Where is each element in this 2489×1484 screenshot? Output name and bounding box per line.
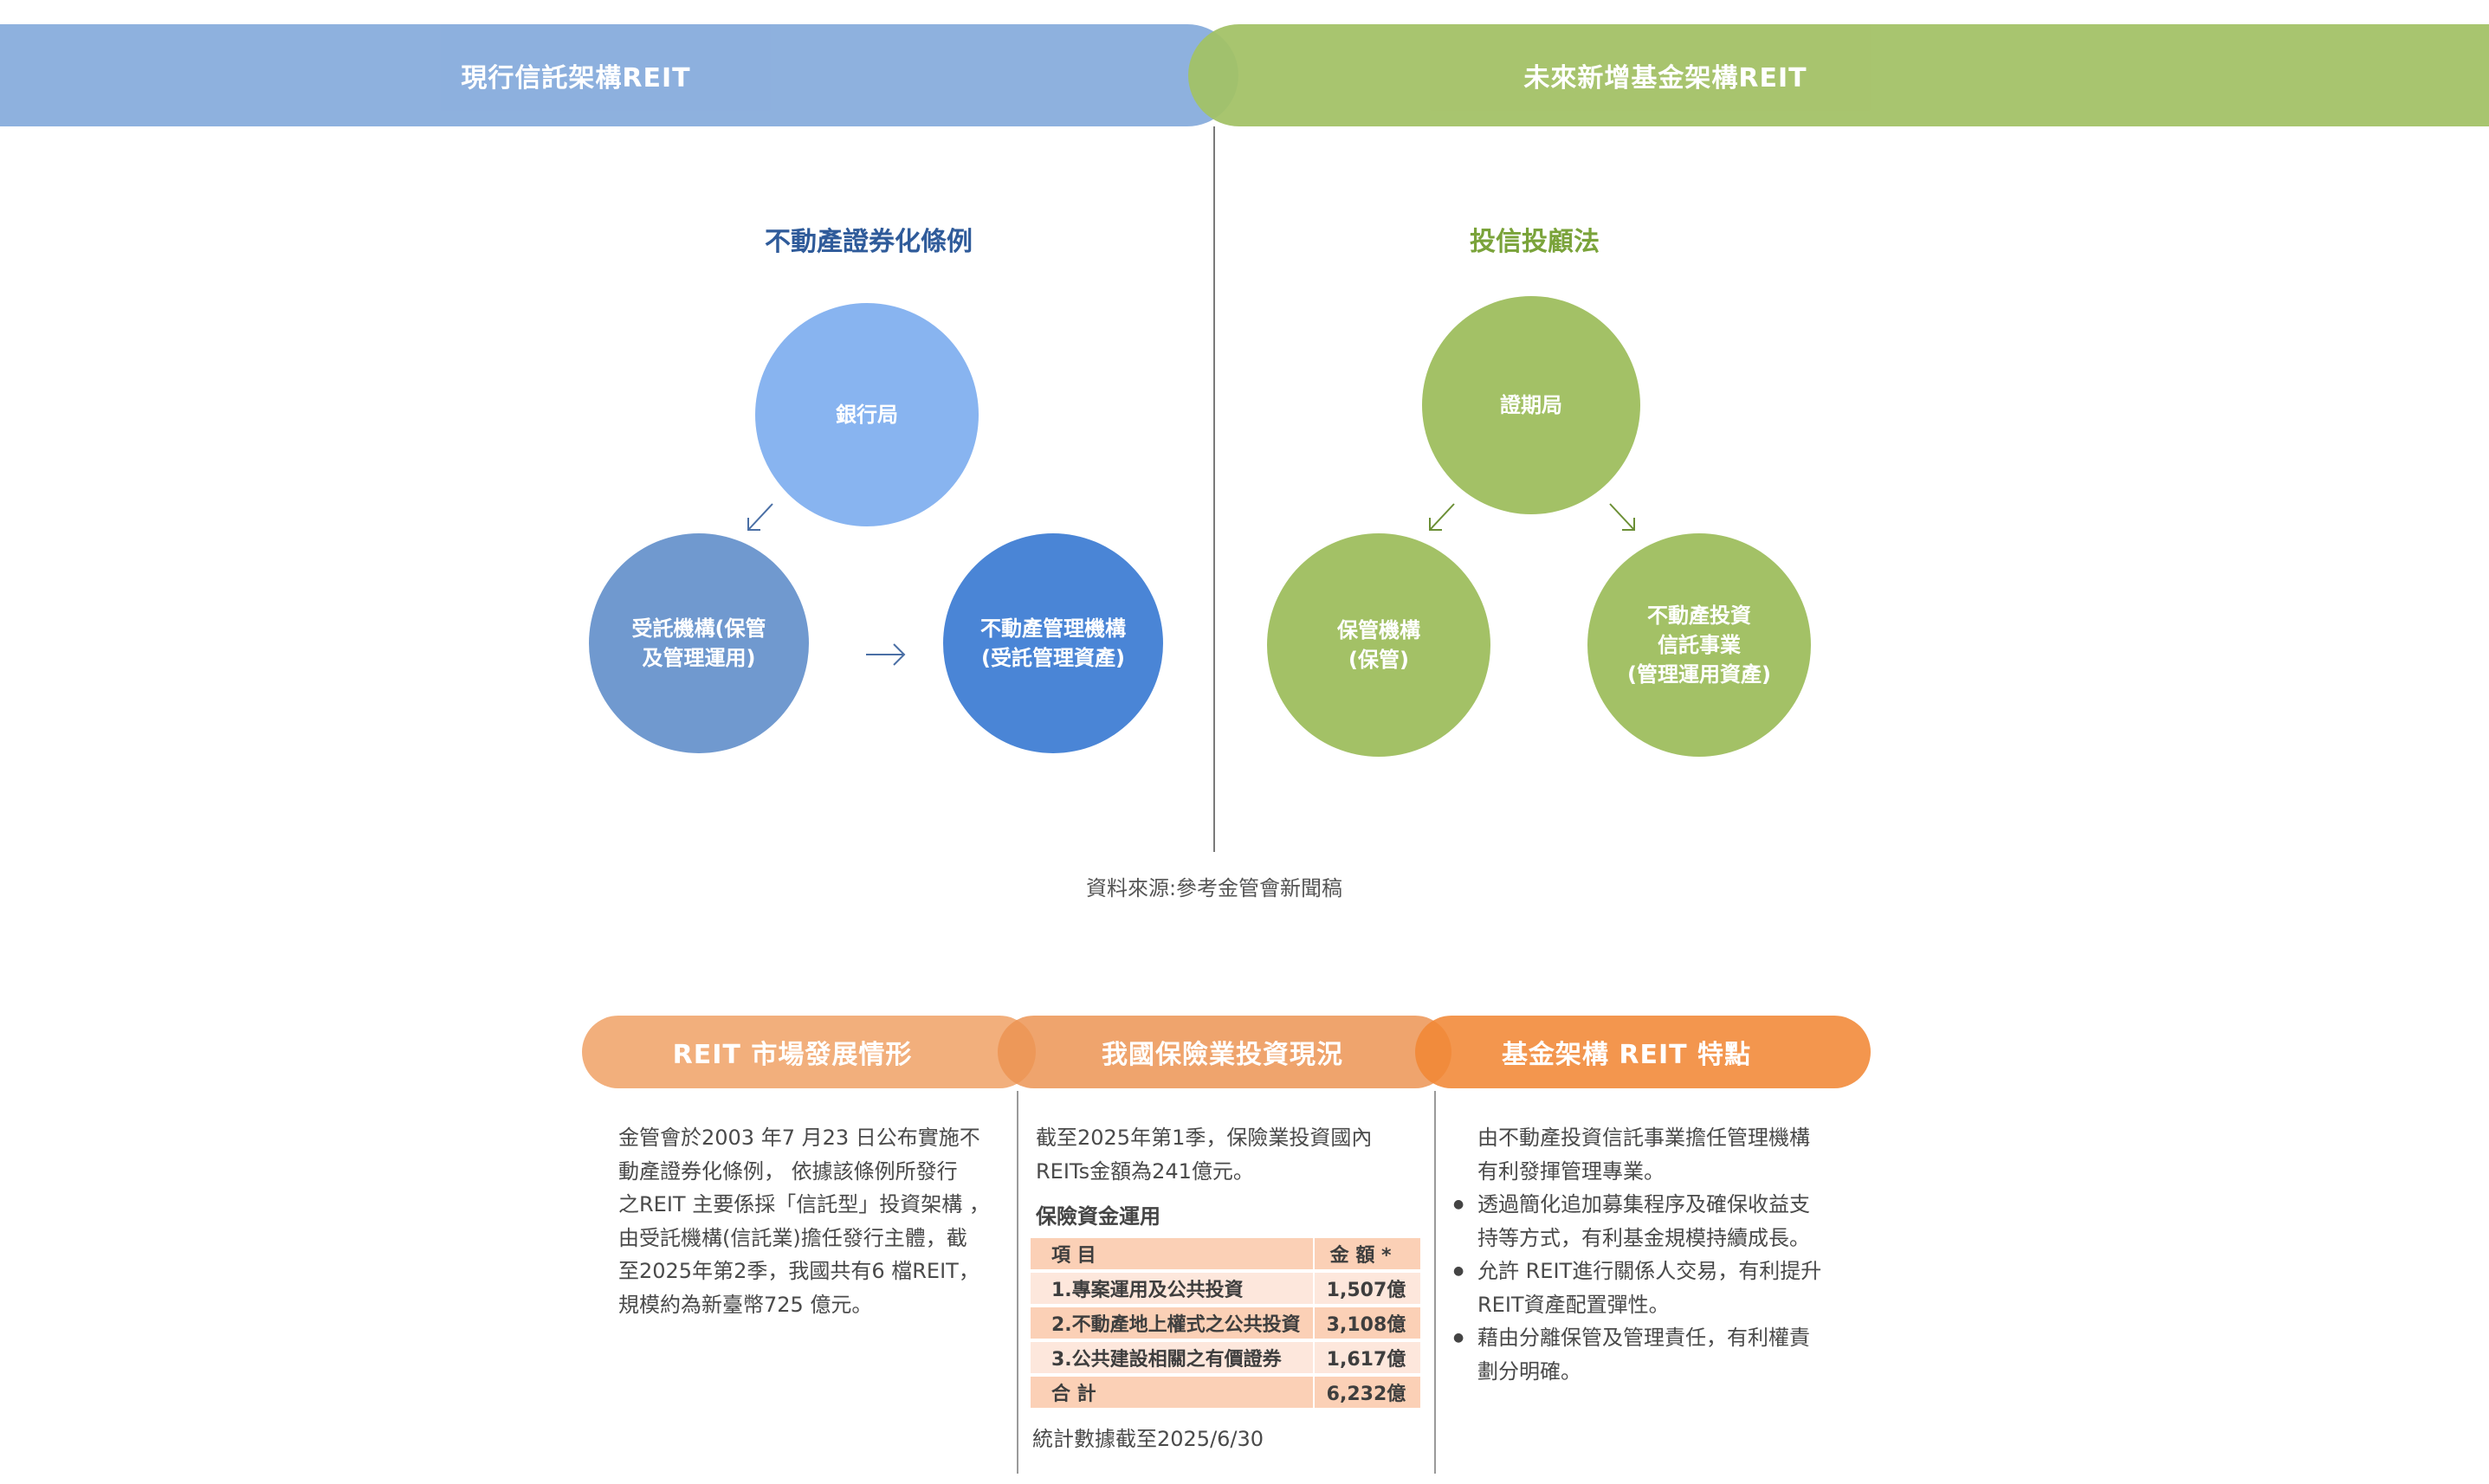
property-manager-label: 不動產管理機構 (受託管理資產)	[980, 616, 1126, 670]
custodian-label: 保管機構 (保管)	[1337, 618, 1420, 672]
table-header-amount: 金 額 *	[1314, 1238, 1420, 1269]
table-cell-item: 3.公共建設相關之有價證券	[1031, 1342, 1313, 1373]
statistics-date-note: 統計數據截至2025/6/30	[1032, 1427, 1264, 1451]
future-fund-reit-banner-label: 未來新增基金架構REIT	[1523, 63, 1807, 94]
insurance-capital-subhead: 保險資金運用	[1036, 1204, 1160, 1229]
reit-enterprise-label: 不動產投資 信託事業 (管理運用資產)	[1627, 603, 1771, 687]
table-cell-item: 1.專案運用及公共投資	[1031, 1273, 1313, 1304]
securities-bureau-label: 證期局	[1500, 393, 1562, 417]
current-trust-reit-banner-label: 現行信託架構REIT	[461, 63, 691, 94]
reit-market-pill: REIT 市場發展情形	[582, 1016, 1036, 1088]
fund-reit-features-list: 由不動產投資信託事業擔任管理機構 有利發揮管理專業。 透過簡化追加募集程序及確保…	[1453, 1121, 1839, 1388]
right-law-title: 投信投顧法	[1470, 227, 1600, 257]
table-total-label: 合 計	[1031, 1377, 1313, 1408]
table-cell-amount: 1,507億	[1314, 1273, 1420, 1304]
reit-market-pill-label: REIT 市場發展情形	[672, 1040, 913, 1070]
future-fund-reit-banner: 未來新增基金架構REIT	[1188, 24, 2489, 126]
bank-bureau-circle: 銀行局	[755, 303, 979, 526]
table-row: 1.專案運用及公共投資 1,507億	[1031, 1273, 1420, 1304]
insurance-investment-pill: 我國保險業投資現況	[998, 1016, 1451, 1088]
trustee-label: 受託機構(保管 及管理運用)	[631, 616, 766, 670]
table-total-row: 合 計 6,232億	[1031, 1377, 1420, 1408]
center-divider	[1213, 126, 1215, 852]
table-total-amount: 6,232億	[1314, 1377, 1420, 1408]
fund-reit-features-bullets: 透過簡化追加募集程序及確保收益支 持等方式，有利基金規模持續成長。 允許 REI…	[1453, 1188, 1839, 1388]
arrow-down-right-green-icon	[1609, 503, 1635, 531]
left-law-title: 不動產證券化條例	[765, 227, 973, 257]
list-item: 允許 REIT進行關係人交易，有利提升 REIT資產配置彈性。	[1453, 1255, 1839, 1321]
table-header-item: 項 目	[1031, 1238, 1313, 1269]
current-trust-reit-banner: 現行信託架構REIT	[0, 24, 1238, 126]
table-cell-item: 2.不動產地上權式之公共投資	[1031, 1307, 1313, 1339]
table-cell-amount: 1,617億	[1314, 1342, 1420, 1373]
fund-reit-features-pill: 基金架構 REIT 特點	[1415, 1016, 1871, 1088]
insurance-investment-pill-label: 我國保險業投資現況	[1102, 1040, 1343, 1070]
insurance-capital-table: 項 目 金 額 * 1.專案運用及公共投資 1,507億 2.不動產地上權式之公…	[1029, 1235, 1422, 1411]
source-note: 資料來源:參考金管會新聞稿	[1085, 876, 1343, 900]
reit-market-text: 金管會於2003 年7 月23 日公布實施不 動產證券化條例， 依據該條例所發行…	[618, 1126, 990, 1317]
trustee-circle: 受託機構(保管 及管理運用)	[589, 533, 809, 753]
list-item: 藉由分離保管及管理責任，有利權責 劃分明確。	[1453, 1321, 1839, 1388]
bottom-divider-1	[1017, 1091, 1018, 1474]
list-item: 透過簡化追加募集程序及確保收益支 持等方式，有利基金規模持續成長。	[1453, 1188, 1839, 1255]
fund-reit-features-pill-label: 基金架構 REIT 特點	[1501, 1040, 1752, 1070]
insurance-investment-text: 截至2025年第1季，保險業投資國內 REITs金額為241億元。	[1036, 1126, 1373, 1184]
bottom-divider-2	[1434, 1091, 1436, 1474]
arrow-down-left-icon	[747, 503, 773, 531]
fund-reit-features-intro: 由不動產投資信託事業擔任管理機構 有利發揮管理專業。	[1477, 1126, 1810, 1184]
table-cell-amount: 3,108億	[1314, 1307, 1420, 1339]
bank-bureau-label: 銀行局	[836, 403, 898, 427]
custodian-circle: 保管機構 (保管)	[1267, 533, 1490, 757]
table-header-row: 項 目 金 額 *	[1031, 1238, 1420, 1269]
securities-bureau-circle: 證期局	[1422, 296, 1640, 514]
arrow-down-left-green-icon	[1429, 503, 1455, 531]
table-row: 3.公共建設相關之有價證券 1,617億	[1031, 1342, 1420, 1373]
property-manager-circle: 不動產管理機構 (受託管理資產)	[943, 533, 1163, 753]
arrow-right-icon	[866, 643, 906, 666]
table-row: 2.不動產地上權式之公共投資 3,108億	[1031, 1307, 1420, 1339]
reit-enterprise-circle: 不動產投資 信託事業 (管理運用資產)	[1587, 533, 1811, 757]
